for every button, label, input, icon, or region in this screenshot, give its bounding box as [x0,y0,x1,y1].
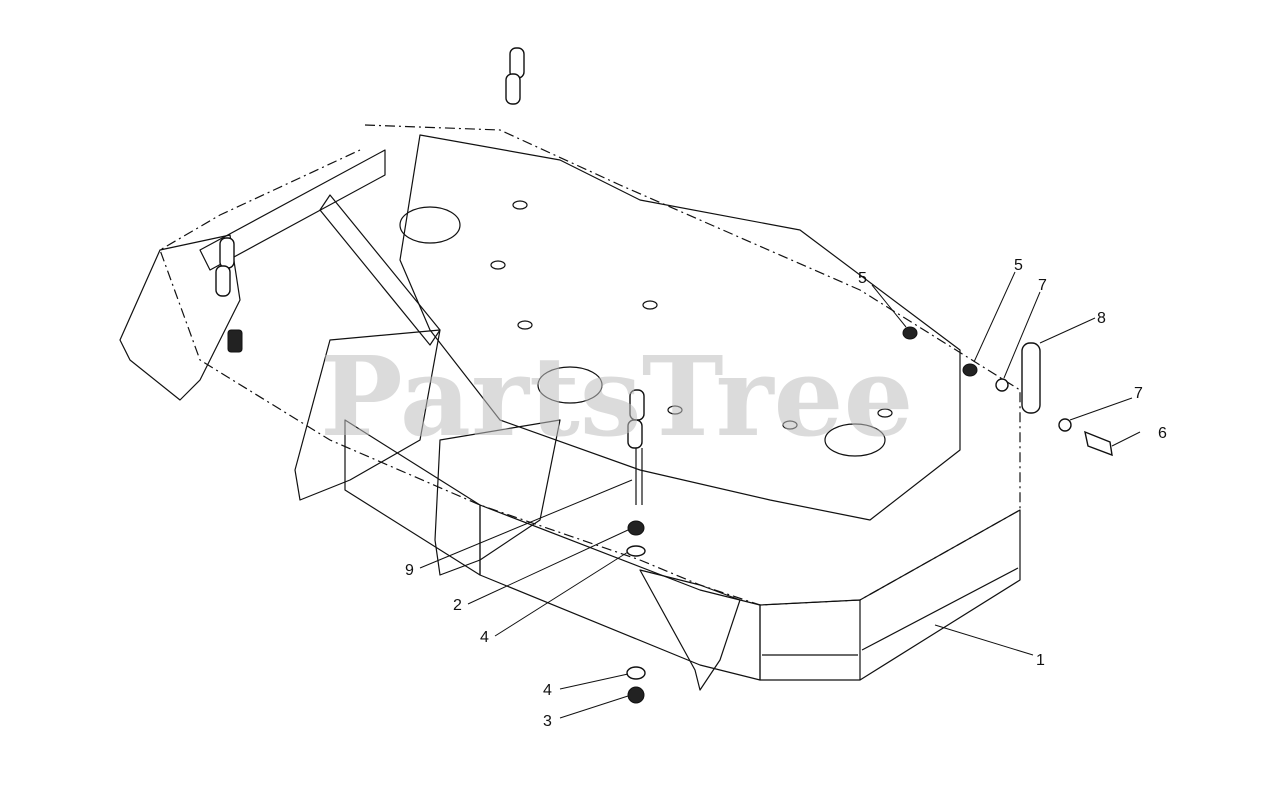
mower-deck [119,47,1021,691]
nut-5b [962,363,978,377]
hardware [626,326,1113,704]
callout-4a: 4 [480,629,489,646]
callout-8: 8 [1097,310,1106,327]
washer-7b [1058,418,1072,432]
callout-7b: 7 [1134,385,1143,402]
nut-5a [902,326,918,340]
callout-3: 3 [543,713,552,730]
callout-9: 9 [405,562,414,579]
washer-4b [626,666,646,680]
chain-8 [1021,342,1041,414]
watermark-text: PartsTree [320,332,914,461]
callout-7a: 7 [1038,277,1047,294]
callout-5a: 5 [858,270,867,287]
bolt-6 [1084,430,1113,457]
leader-lines [419,271,1141,719]
callouts: 1 2 3 4 4 5 5 6 7 7 8 9 [405,257,1167,730]
nut-2 [627,520,645,536]
nut-3 [627,686,645,704]
callout-2: 2 [453,597,462,614]
callout-4b: 4 [543,682,552,699]
callout-6: 6 [1158,425,1167,442]
washer-4a [626,545,646,557]
callout-5b: 5 [1014,257,1023,274]
washer-7a [995,378,1009,392]
callout-1: 1 [1036,652,1045,669]
